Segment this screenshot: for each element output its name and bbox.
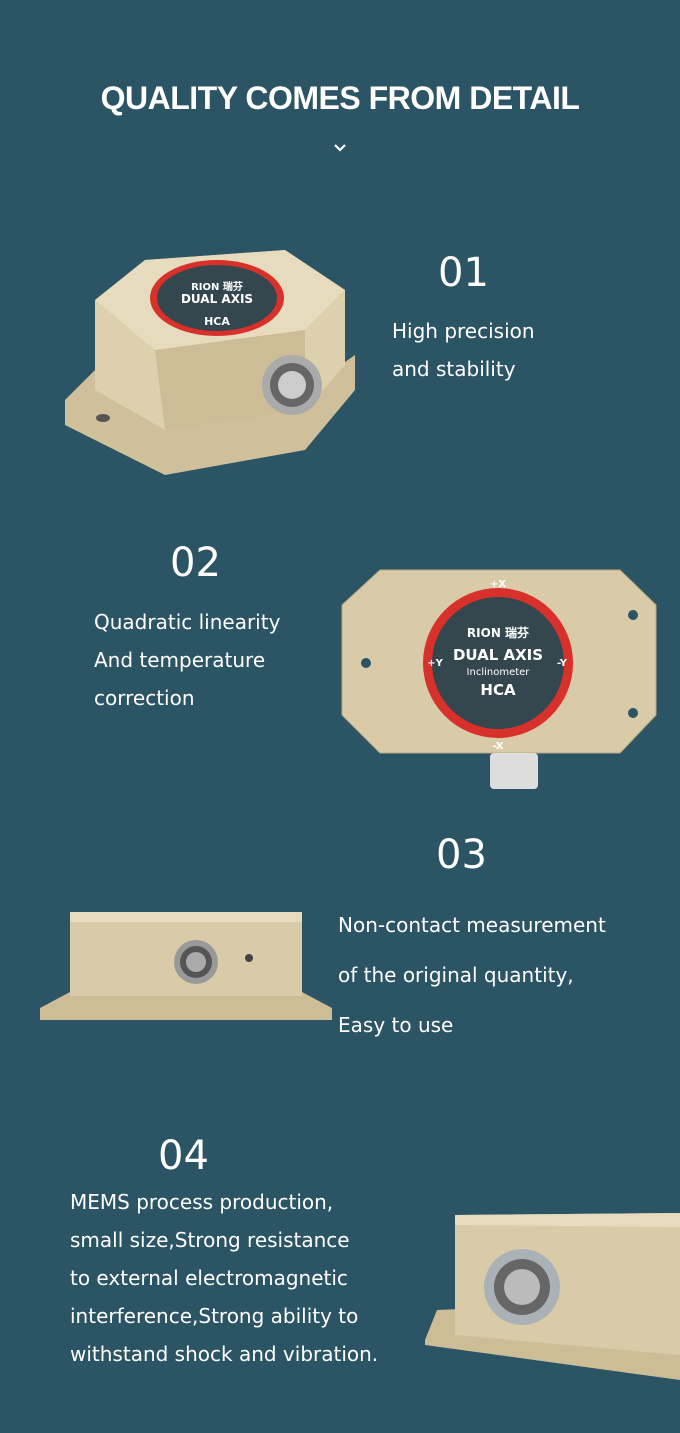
feature-line: And temperature	[94, 648, 266, 672]
feature-number: 04	[158, 1133, 209, 1179]
device-model: HCA	[480, 681, 516, 699]
feature-line: correction	[94, 686, 195, 710]
feature-description: High precision and stability	[392, 312, 535, 388]
device-side-view-image	[40, 912, 332, 1020]
feature-description: Non-contact measurement of the original …	[338, 900, 606, 1050]
feature-line: MEMS process production,	[70, 1190, 334, 1214]
feature-number: 02	[170, 540, 221, 586]
device-brand: RION 瑞芬	[467, 625, 530, 640]
feature-line: small size,Strong resistance	[70, 1228, 350, 1252]
device-closeup-image	[425, 1213, 680, 1380]
axis-minus-x: -X	[492, 741, 503, 752]
device-subtitle: Inclinometer	[467, 667, 531, 678]
chevron-down-icon	[334, 144, 346, 152]
feature-line: and stability	[392, 357, 516, 381]
device-perspective-image: RION 瑞芬 DUAL AXIS HCA	[65, 250, 355, 475]
feature-line: High precision	[392, 319, 535, 343]
device-type: DUAL AXIS	[453, 646, 543, 664]
feature-number: 01	[438, 250, 489, 296]
feature-line: Easy to use	[338, 1013, 454, 1037]
feature-description: MEMS process production, small size,Stro…	[70, 1183, 378, 1373]
axis-minus-y: -Y	[557, 658, 568, 669]
feature-line: withstand shock and vibration.	[70, 1342, 379, 1366]
feature-line: Non-contact measurement	[338, 913, 606, 937]
device-top-view-image: +X -X +Y -Y RION 瑞芬 DUAL AXIS Inclinomet…	[341, 569, 657, 789]
axis-plus-x: +X	[490, 579, 506, 590]
axis-plus-y: +Y	[427, 658, 443, 669]
device-model: HCA	[204, 315, 230, 328]
feature-description: Quadratic linearity And temperature corr…	[94, 603, 280, 717]
feature-line: to external electromagnetic	[70, 1266, 348, 1290]
feature-line: Quadratic linearity	[94, 610, 281, 634]
feature-number: 03	[436, 832, 487, 878]
device-brand: RION 瑞芬	[191, 280, 244, 293]
feature-line: interference,Strong ability to	[70, 1304, 359, 1328]
page-title: QUALITY COMES FROM DETAIL	[100, 80, 580, 116]
feature-line: of the original quantity,	[338, 963, 574, 987]
device-type: DUAL AXIS	[181, 292, 253, 306]
